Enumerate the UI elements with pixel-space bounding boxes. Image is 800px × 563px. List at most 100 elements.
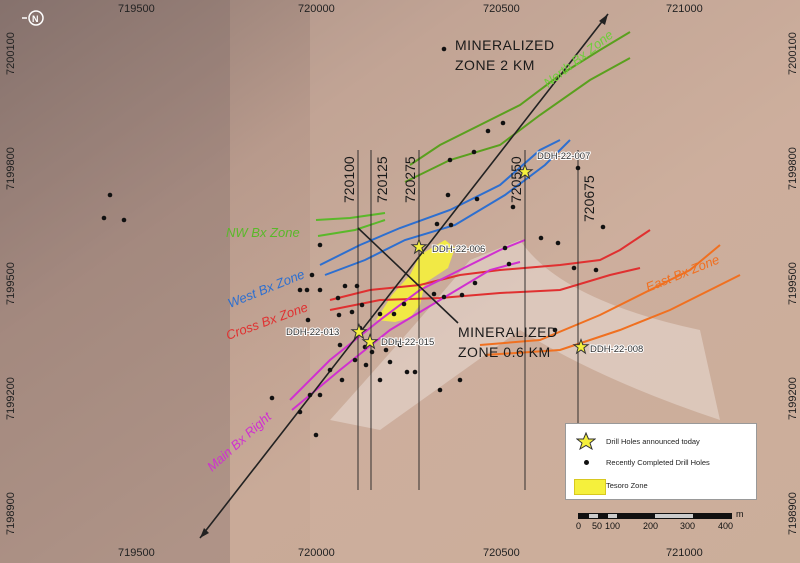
- drill-hole-dot: [309, 272, 315, 278]
- drill-hole-dot: [359, 302, 365, 308]
- section-label: 720675: [581, 175, 597, 222]
- drill-hole-star-icon[interactable]: [361, 332, 379, 350]
- tesoro-swatch: [574, 479, 606, 495]
- north-arrow-icon: N: [22, 10, 44, 26]
- drill-hole-dot: [448, 222, 454, 228]
- y-tick: 7199200: [787, 377, 799, 420]
- drill-hole-dot: [404, 369, 410, 375]
- drill-hole-dot: [307, 392, 313, 398]
- drill-hole-dot: [593, 267, 599, 273]
- mineralized-06km-line2: ZONE 0.6 KM: [458, 344, 551, 360]
- drill-hole-dot: [349, 309, 355, 315]
- drill-hole-dot: [327, 367, 333, 373]
- drill-hole-dot: [555, 240, 561, 246]
- drill-hole-dot: [441, 294, 447, 300]
- drill-hole-dot: [445, 192, 451, 198]
- drill-hole-dot: [502, 245, 508, 251]
- nw-bx-zone-line: [315, 212, 386, 221]
- scale-label: 300: [680, 521, 696, 531]
- drill-hole-dot: [317, 287, 323, 293]
- drill-hole-dot: [391, 311, 397, 317]
- drill-hole-dot: [600, 224, 606, 230]
- drill-hole-dot: [401, 301, 407, 307]
- drill-hole-dot: [336, 312, 342, 318]
- nw-bx-zone-label: NW Bx Zone: [226, 225, 300, 240]
- drill-hole-dots: [101, 46, 606, 438]
- y-tick: 7200100: [5, 32, 17, 75]
- drill-hole-label: DDH-22-007: [537, 151, 590, 162]
- drill-hole-star-icon[interactable]: [410, 237, 428, 255]
- y-tick: 7198900: [5, 492, 17, 535]
- drill-hole-dot: [339, 377, 345, 383]
- scale-label: 100: [605, 521, 621, 531]
- drill-hole-dot: [342, 283, 348, 289]
- drill-hole-dot: [485, 128, 491, 134]
- y-tick: 7200100: [787, 32, 799, 75]
- section-label: 720100: [341, 156, 357, 203]
- x-tick: 720000: [298, 3, 335, 15]
- mineralized-06km-line1: MINERALIZED: [458, 324, 558, 340]
- drill-hole-dot: [269, 395, 275, 401]
- x-tick: 719500: [118, 3, 155, 15]
- drill-hole-star-icon[interactable]: [572, 337, 590, 355]
- drill-hole-dot: [383, 347, 389, 353]
- legend-tesoro-label: Tesoro Zone: [606, 481, 648, 490]
- drill-hole-dot: [552, 327, 558, 333]
- scale-label: 0: [576, 521, 582, 531]
- east-bx-zone-line: [479, 244, 721, 346]
- drill-hole-dot: [313, 432, 319, 438]
- drill-hole-dot: [377, 311, 383, 317]
- drill-hole-dot: [447, 157, 453, 163]
- svg-text:N: N: [32, 14, 39, 24]
- drill-hole-dot: [459, 292, 465, 298]
- scale-label: 400: [718, 521, 734, 531]
- drill-hole-dot: [354, 283, 360, 289]
- west-bx-zone-line: [319, 139, 561, 266]
- scale-bar: m 0 50 100 200 300 400: [576, 509, 744, 531]
- north-bx-zone-line: [409, 31, 631, 166]
- x-tick: 720500: [483, 547, 520, 559]
- dot-icon: [584, 460, 589, 465]
- mineralized-zone-arrows: [199, 13, 609, 539]
- x-tick: 721000: [666, 547, 703, 559]
- cross-bx-zone-line: [329, 229, 651, 301]
- main-bx-zone-line: [289, 239, 526, 401]
- mineralized-2km-line2: ZONE 2 KM: [455, 57, 535, 73]
- drill-hole-dot: [455, 247, 461, 253]
- drill-hole-dot: [317, 242, 323, 248]
- y-tick: 7199500: [787, 262, 799, 305]
- y-tick: 7199500: [5, 262, 17, 305]
- drill-hole-dot: [431, 291, 437, 297]
- drill-hole-dot: [457, 377, 463, 383]
- drill-hole-dot: [412, 369, 418, 375]
- drill-hole-dot: [317, 392, 323, 398]
- drill-hole-dot: [575, 165, 581, 171]
- drill-hole-dot: [441, 46, 447, 52]
- drill-hole-dot: [387, 359, 393, 365]
- drill-hole-dot: [474, 196, 480, 202]
- drill-hole-star-icon[interactable]: [350, 322, 368, 340]
- y-tick: 7199800: [5, 147, 17, 190]
- drill-hole-dot: [437, 387, 443, 393]
- y-tick: 7199200: [5, 377, 17, 420]
- star-icon: [576, 432, 596, 450]
- legend-star-label: Drill Holes announced today: [606, 437, 700, 446]
- drill-hole-dot: [571, 265, 577, 271]
- drill-hole-label: DDH-22-008: [590, 344, 643, 355]
- section-label: 720125: [374, 156, 390, 203]
- section-label: 720550: [508, 156, 524, 203]
- y-tick: 7199800: [787, 147, 799, 190]
- drill-hole-dot: [377, 377, 383, 383]
- drill-hole-dot: [297, 409, 303, 415]
- scale-label: 200: [643, 521, 659, 531]
- drill-hole-dot: [506, 261, 512, 267]
- drill-hole-dot: [397, 342, 403, 348]
- drill-hole-label: DDH-22-006: [432, 244, 485, 255]
- drill-hole-dot: [434, 221, 440, 227]
- drill-hole-dot: [305, 317, 311, 323]
- drill-hole-dot: [337, 342, 343, 348]
- drill-hole-star-icon[interactable]: [516, 162, 534, 180]
- drill-hole-dot: [101, 215, 107, 221]
- x-tick: 719500: [118, 547, 155, 559]
